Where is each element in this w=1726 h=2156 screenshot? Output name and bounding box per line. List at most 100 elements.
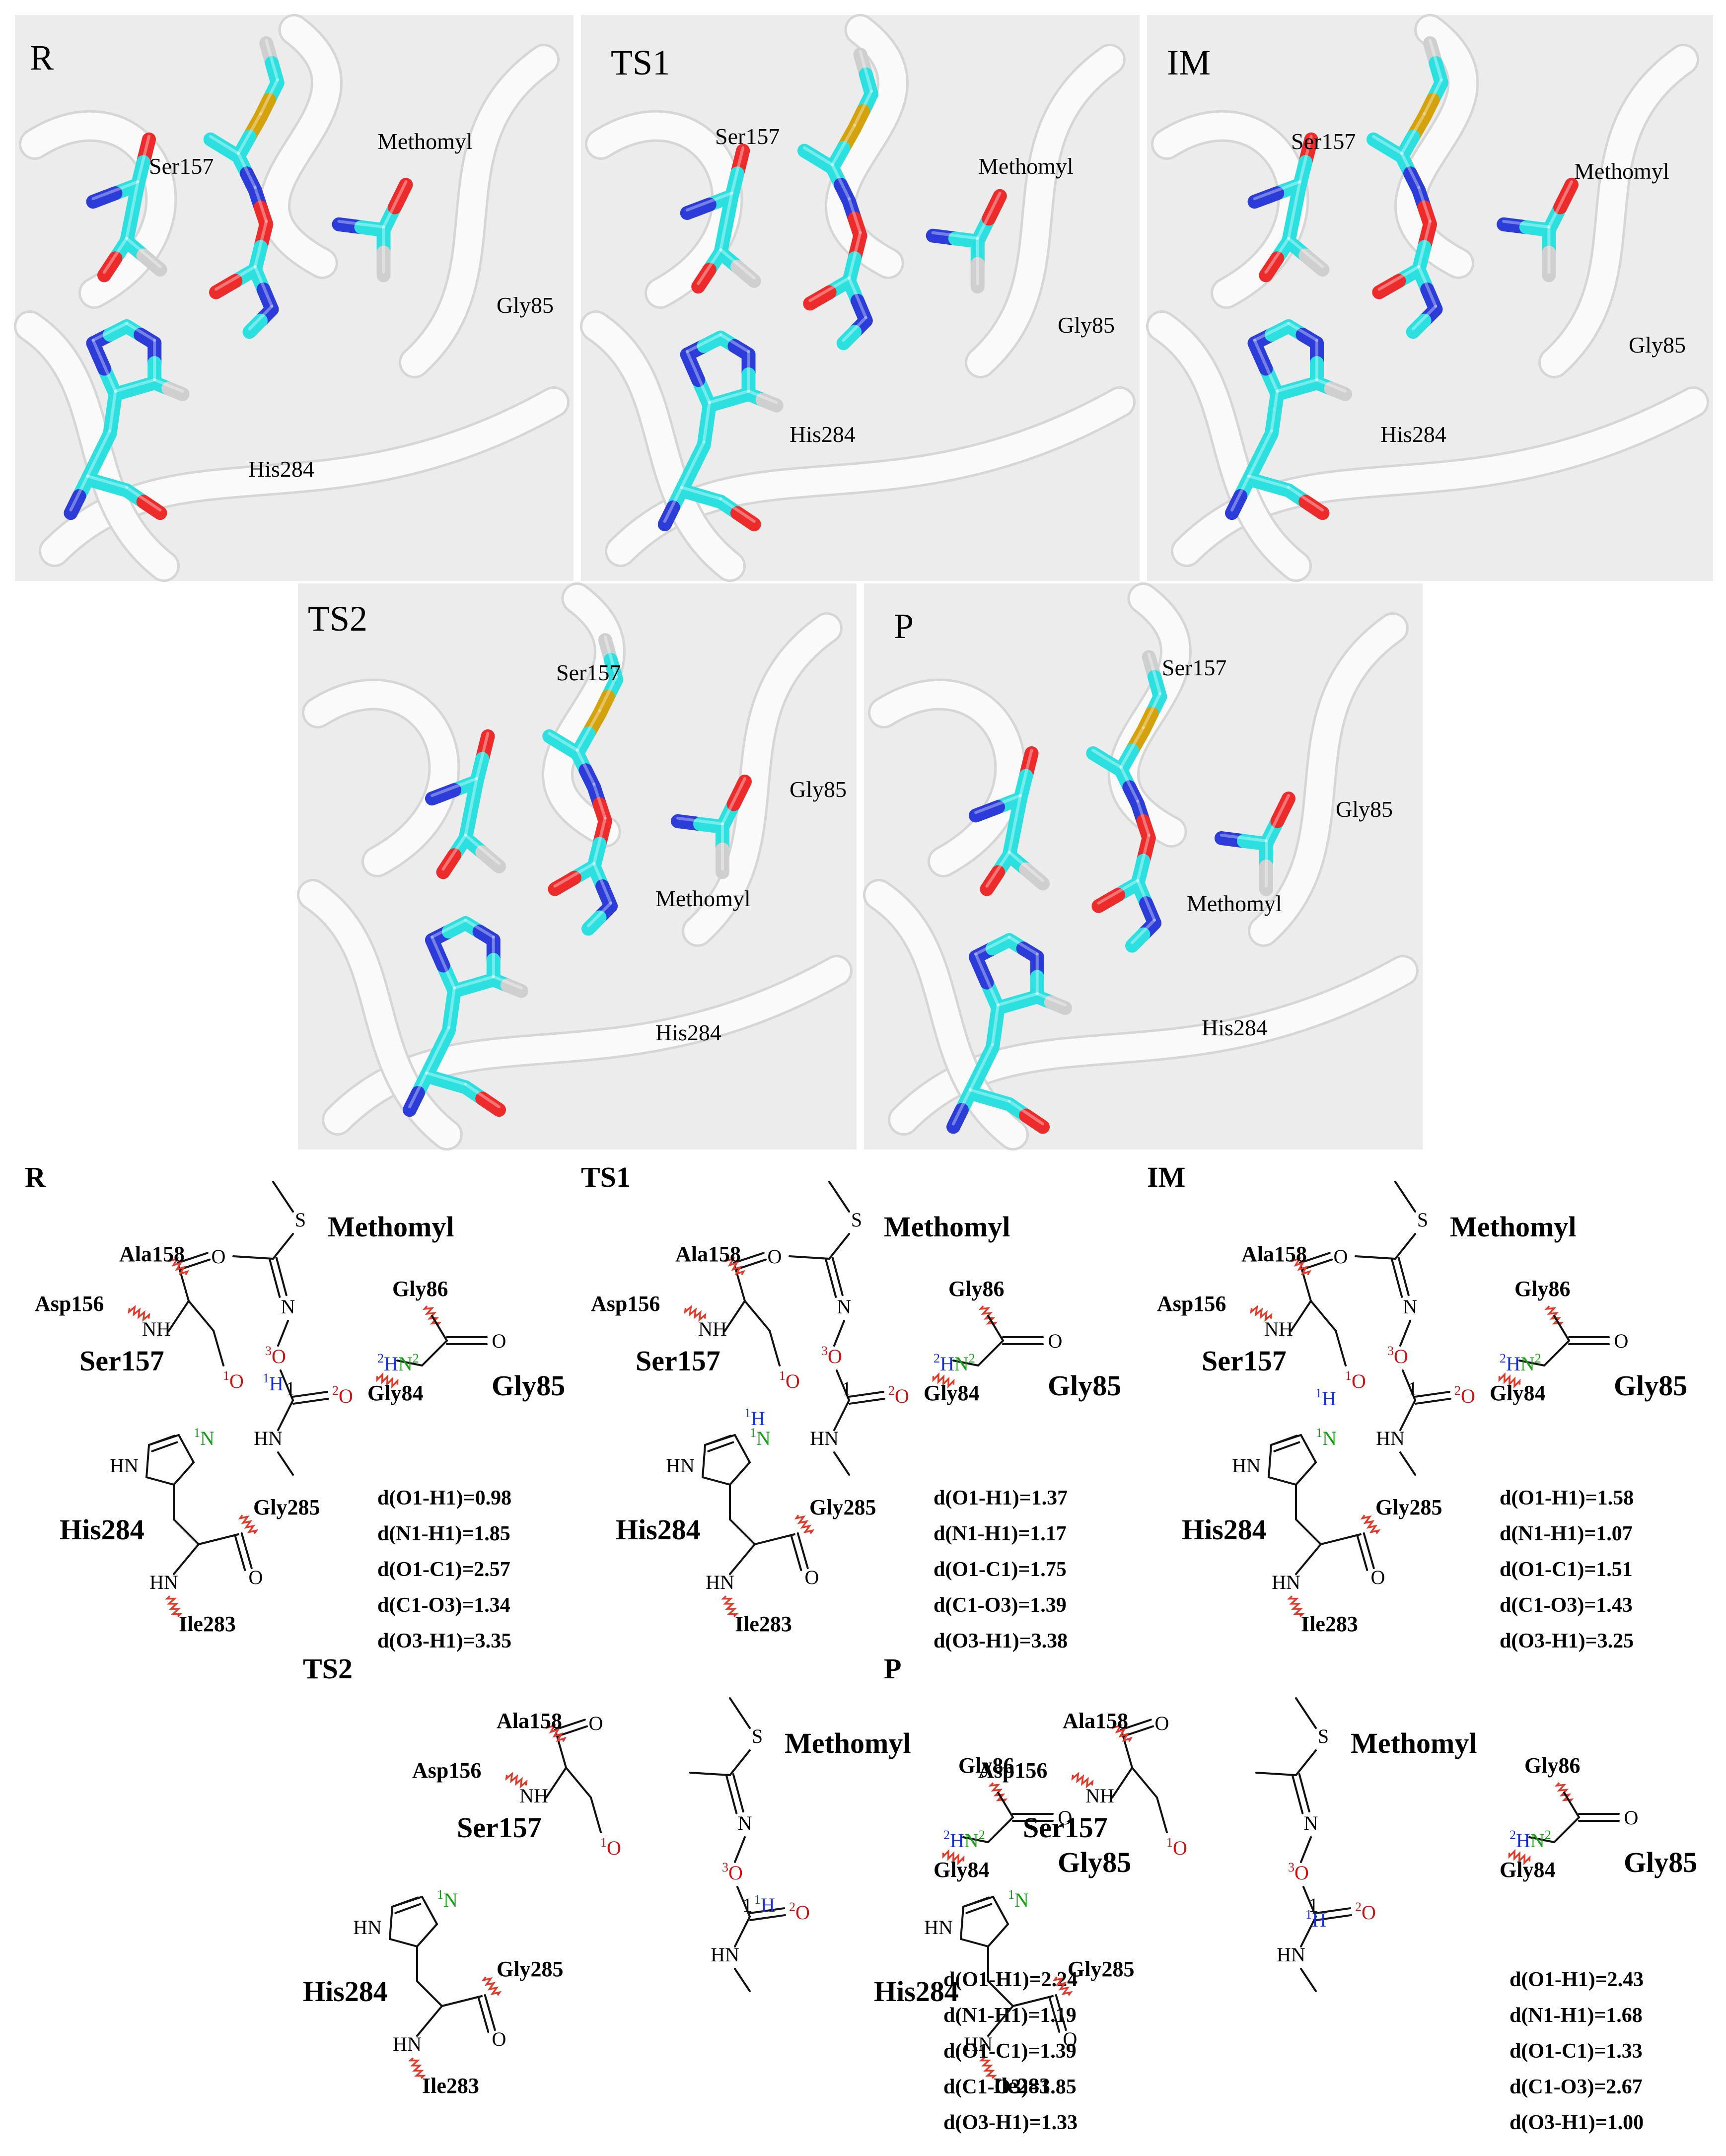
bond-highlight bbox=[968, 1043, 994, 1091]
double-bond bbox=[732, 1773, 744, 1813]
distance-measurement: d(N1-H1)=1.85 bbox=[377, 1522, 510, 1545]
bond-highlight bbox=[1417, 265, 1438, 308]
skeletal-bond bbox=[724, 1300, 746, 1332]
cut-bond-mark bbox=[1111, 1724, 1133, 1742]
bond-highlight bbox=[1298, 135, 1313, 183]
distance-measurement: d(O1-C1)=1.33 bbox=[1510, 2040, 1643, 2063]
bond-highlight bbox=[1097, 879, 1140, 905]
double-bond bbox=[749, 1914, 786, 1921]
atom-o-his: O bbox=[249, 1566, 263, 1588]
bond-highlight bbox=[253, 265, 274, 308]
bond-highlight bbox=[1220, 834, 1268, 843]
bond-highlight bbox=[719, 191, 733, 251]
skeletal-bond bbox=[1295, 1543, 1322, 1575]
atom-s: S bbox=[752, 1725, 763, 1747]
scheme-tag: TS1 bbox=[581, 1161, 631, 1193]
bond-highlight bbox=[103, 237, 128, 274]
skeletal-bond bbox=[744, 1300, 771, 1332]
atom-nh: NH bbox=[698, 1318, 727, 1340]
ribbon bbox=[16, 313, 177, 579]
bond-highlight bbox=[441, 834, 467, 871]
label-ser157: Ser157 bbox=[636, 1345, 720, 1377]
skeletal-bond bbox=[272, 1181, 294, 1213]
label-ile283: Ile283 bbox=[179, 1612, 236, 1636]
atom-o-gly: O bbox=[1624, 1806, 1639, 1829]
distance-measurement: d(O1-H1)=2.43 bbox=[1510, 1968, 1644, 1991]
atom-o-his: O bbox=[492, 2028, 506, 2050]
atom-o3: 3O bbox=[1387, 1344, 1408, 1367]
bond-segment bbox=[161, 381, 190, 401]
skeletal-bond bbox=[734, 1836, 746, 1863]
atom-nh: NH bbox=[142, 1318, 171, 1340]
double-bond bbox=[1414, 1391, 1451, 1398]
cut-bond-mark bbox=[1360, 1514, 1381, 1534]
label-methomyl: Methomyl bbox=[978, 153, 1074, 179]
skeletal-bond bbox=[277, 1399, 294, 1431]
bond-segment bbox=[86, 336, 111, 376]
bond-highlight bbox=[464, 834, 501, 865]
bond-highlight bbox=[1265, 794, 1290, 843]
skeletal-bond bbox=[188, 1300, 215, 1332]
skeletal-bond bbox=[754, 1533, 795, 1545]
atom-o-gly: O bbox=[492, 1330, 506, 1352]
bond-segment bbox=[1019, 1108, 1050, 1134]
atom-s: S bbox=[1318, 1725, 1329, 1747]
atom-n2-gly: 2HN2 bbox=[377, 1351, 419, 1375]
skeletal-bond bbox=[729, 1518, 756, 1545]
ribbon bbox=[684, 615, 840, 944]
skeletal-bond bbox=[729, 1543, 756, 1575]
bond-highlight bbox=[974, 935, 1011, 956]
bond-highlight bbox=[1119, 766, 1140, 803]
atom-hn-methyl: HN bbox=[254, 1427, 283, 1449]
bond-highlight bbox=[1136, 834, 1151, 882]
label-c1-index: 1 bbox=[842, 1377, 852, 1400]
atom-nh: NH bbox=[1085, 1785, 1114, 1807]
bond-highlight bbox=[968, 1088, 1011, 1103]
bond-highlight bbox=[431, 919, 467, 939]
bond-segment bbox=[403, 1086, 425, 1117]
double-bond bbox=[1363, 1532, 1375, 1570]
double-bond bbox=[234, 1534, 246, 1571]
bond-highlight bbox=[853, 89, 873, 127]
bond-highlight bbox=[259, 78, 279, 116]
bond-segment bbox=[1247, 186, 1285, 209]
skeletal-bond bbox=[952, 1360, 979, 1366]
bond-highlight bbox=[1007, 794, 1022, 854]
label-ser157: Ser157 bbox=[556, 660, 621, 685]
skeletal-bond bbox=[1528, 1836, 1555, 1843]
bond-highlight bbox=[952, 1088, 972, 1126]
bond-highlight bbox=[1429, 39, 1443, 81]
double-bond bbox=[269, 1258, 281, 1298]
bond-segment bbox=[64, 489, 86, 520]
atom-s: S bbox=[1417, 1209, 1428, 1231]
atom-h1: 1H bbox=[1315, 1386, 1336, 1410]
ring-bond bbox=[173, 1461, 195, 1486]
skeletal-bond bbox=[1295, 1697, 1317, 1729]
skeletal-bond bbox=[1131, 1767, 1158, 1798]
label-gly285: Gly285 bbox=[809, 1495, 876, 1519]
bond-highlight bbox=[680, 440, 706, 489]
distance-measurement: d(N1-H1)=1.07 bbox=[1500, 1522, 1633, 1545]
label-his284: His284 bbox=[303, 1975, 388, 2008]
skeletal-bond bbox=[545, 1767, 567, 1798]
double-bond bbox=[748, 1907, 786, 1915]
cut-bond-mark bbox=[505, 1772, 528, 1789]
label-c1-index: 1 bbox=[1308, 1894, 1318, 1916]
skeletal-bond bbox=[1310, 1300, 1337, 1332]
ribbon bbox=[1397, 16, 1477, 277]
label-c1-index: 1 bbox=[742, 1894, 752, 1916]
ring-bond bbox=[1268, 1476, 1297, 1486]
skeletal-bond bbox=[1402, 1369, 1416, 1401]
bond-highlight bbox=[831, 163, 851, 201]
atom-s: S bbox=[851, 1209, 862, 1231]
bond-highlight bbox=[447, 986, 456, 1029]
ring-bond bbox=[987, 1923, 1009, 1947]
skeletal-bond bbox=[441, 1995, 483, 2007]
bond-highlight bbox=[1119, 726, 1145, 769]
ring-bond bbox=[145, 1444, 150, 1478]
double-bond bbox=[1298, 1773, 1310, 1813]
bond-highlight bbox=[1019, 749, 1033, 797]
bond-segment bbox=[436, 848, 461, 879]
bond-highlight bbox=[492, 975, 523, 990]
